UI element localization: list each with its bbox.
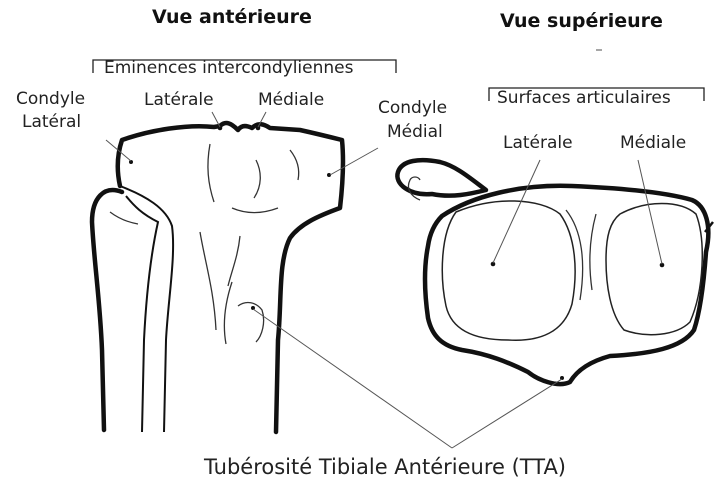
- superior-plateau-outline: [425, 186, 708, 384]
- leader-medial-condyle: [330, 148, 378, 175]
- fibular-head-detail: [408, 177, 420, 200]
- title-anterior-view: Vue antérieure: [152, 6, 312, 28]
- tibial-tuberosity-outline: [224, 282, 263, 344]
- leader-lateral-surface: [493, 160, 540, 263]
- tibia-detail-5: [200, 232, 216, 330]
- label-surface-lateral: Latérale: [503, 133, 573, 153]
- fibula-outline: [92, 190, 122, 430]
- label-tta: Tubérosité Tibiale Antérieure (TTA): [204, 455, 566, 479]
- tibia-detail-6: [228, 236, 240, 286]
- leader-medial-surface: [638, 160, 662, 264]
- leader-tta-anterior: [253, 309, 452, 448]
- label-eminence-medial: Médiale: [258, 90, 324, 110]
- fibular-head-outline: [397, 160, 486, 196]
- medial-articular-surface: [606, 204, 702, 335]
- tibia-detail-2: [254, 160, 260, 198]
- label-surface-medial: Médiale: [620, 133, 686, 153]
- label-eminences: Eminences intercondyliennes: [104, 58, 353, 78]
- label-medial-condyle-line1: Condyle: [378, 98, 447, 118]
- lateral-articular-surface: [442, 201, 575, 340]
- fibula-shading: [110, 212, 138, 224]
- label-lateral-condyle-line2: Latéral: [22, 112, 81, 132]
- label-eminence-lateral: Latérale: [144, 90, 214, 110]
- leader-tta-superior: [452, 379, 562, 448]
- label-medial-condyle-line2: Médial: [387, 122, 443, 142]
- label-articular-surfaces: Surfaces articulaires: [497, 88, 671, 108]
- tibia-detail-3: [232, 208, 278, 213]
- title-superior-view: Vue supérieure: [500, 10, 663, 32]
- fibula-inner-edge: [126, 196, 158, 432]
- tibia-detail-4: [290, 150, 299, 180]
- intercondylar-line-2: [590, 214, 596, 290]
- tibia-detail-1: [208, 144, 214, 202]
- label-lateral-condyle-line1: Condyle: [16, 89, 85, 109]
